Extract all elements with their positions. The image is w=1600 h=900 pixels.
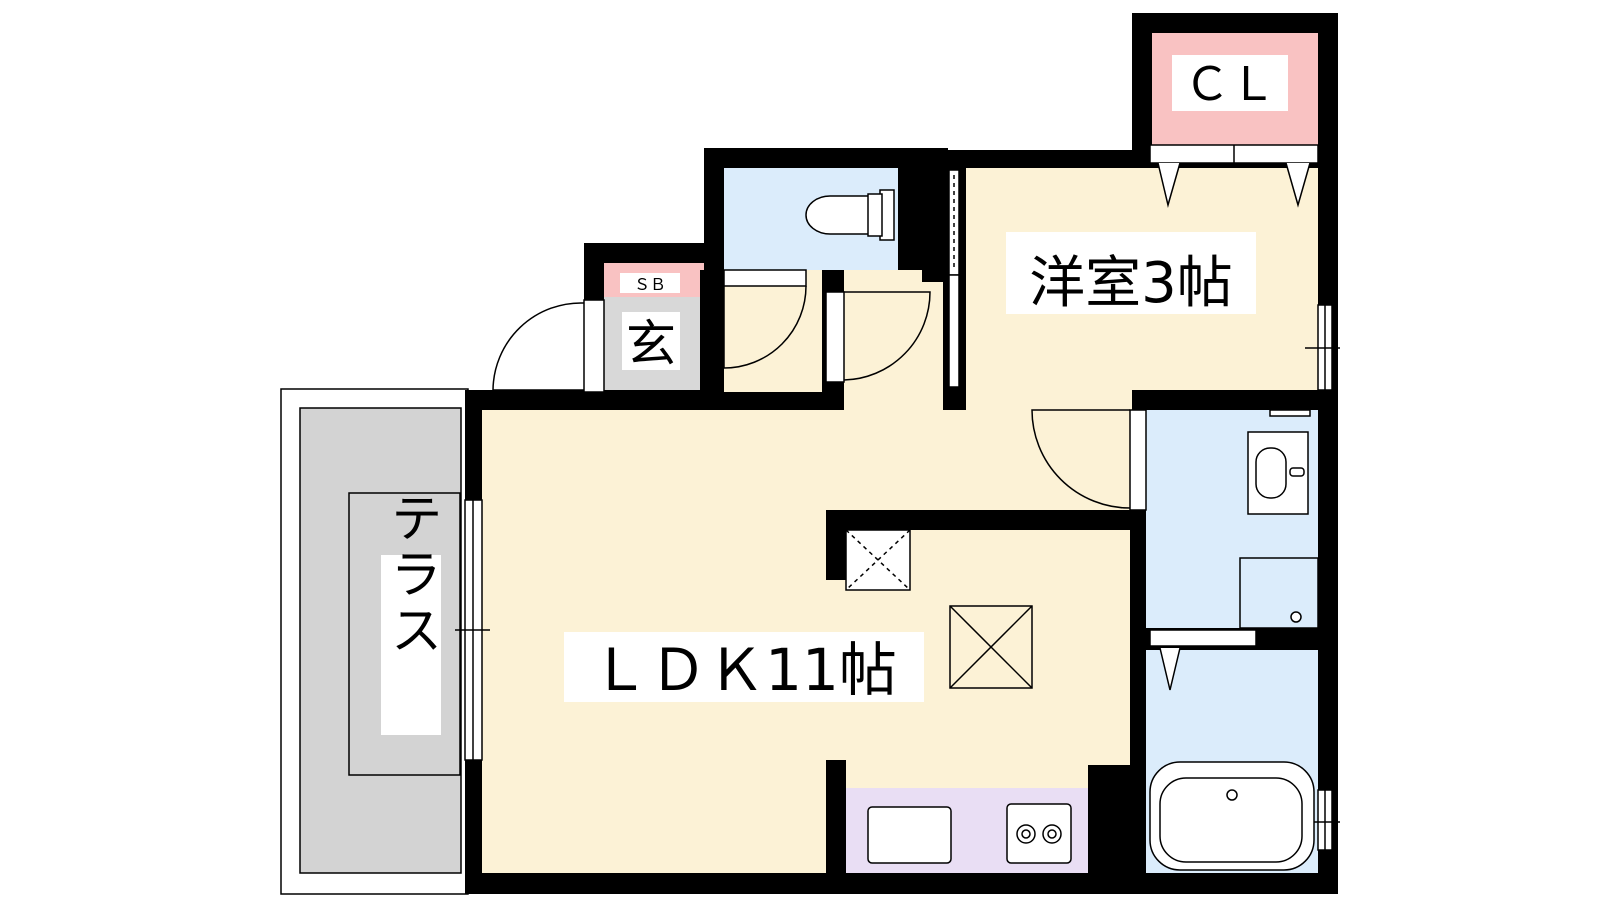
- labels: ＣＬ 洋室3帖 ＳＢ 玄 ＬＤＫ11帖 テラス: [381, 55, 1288, 704]
- bathtub-icon: [1149, 761, 1315, 871]
- washer-space: [1239, 557, 1319, 629]
- stove-icon: [1006, 803, 1072, 864]
- sink-icon: [1247, 431, 1309, 515]
- western-room-label: 洋室3帖: [1029, 251, 1233, 316]
- range-hood-icon: [845, 529, 911, 591]
- shoe-box-label: ＳＢ: [634, 275, 666, 294]
- ldk-label: ＬＤＫ11帖: [591, 636, 897, 704]
- fixtures: [805, 189, 1319, 871]
- kitchen-sink-icon: [867, 806, 952, 864]
- terrace: [280, 388, 469, 895]
- storage-icon: [949, 605, 1033, 689]
- windows: [455, 304, 1340, 851]
- entrance-label: 玄: [626, 315, 676, 373]
- toilet-icon: [805, 189, 895, 241]
- terrace-label: テラス: [381, 491, 441, 659]
- doors: [492, 144, 1319, 691]
- closet-label: ＣＬ: [1184, 57, 1276, 111]
